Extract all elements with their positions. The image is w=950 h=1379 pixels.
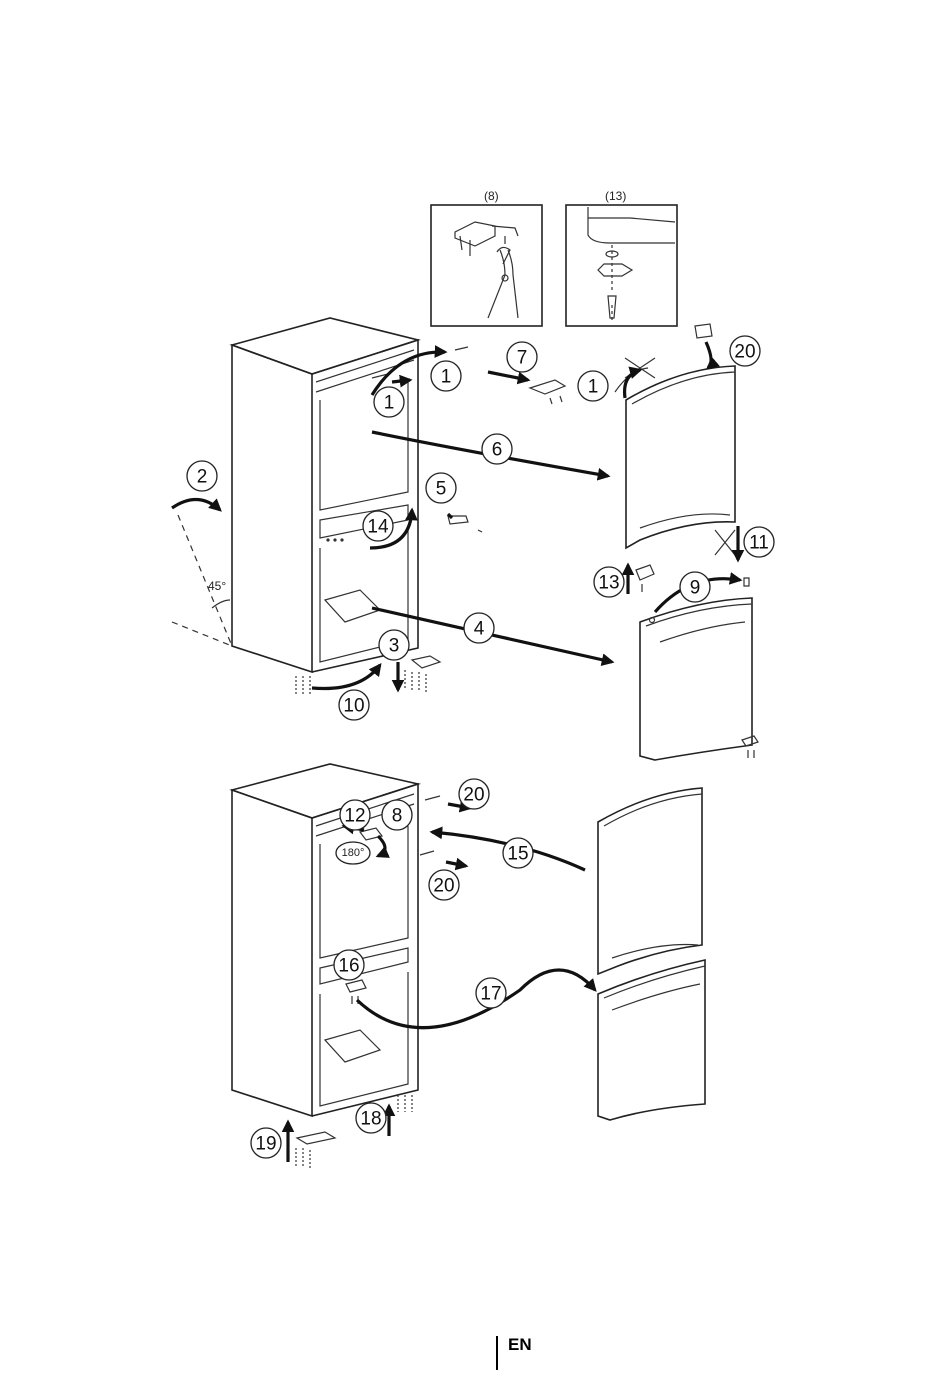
callout-number: 4 [474,619,485,640]
callout-number: 16 [338,956,359,977]
footer-divider [496,1336,498,1370]
callout-number: 6 [492,440,503,461]
inset-hinge-pliers [431,205,542,326]
inset-label-13: (13) [605,189,626,203]
callout-number: 1 [384,393,395,414]
callout-number: 12 [344,806,365,827]
language-indicator: EN [508,1335,532,1355]
bottom-arrows [288,804,595,1162]
callout-number: 18 [360,1109,381,1130]
callout-number: 8 [392,806,403,827]
inset-label-8: (8) [484,189,499,203]
angle-label-180: 180° [342,847,365,859]
callout-number: 9 [690,578,701,599]
door-upper-removed [615,324,738,594]
door-lower-removed [640,578,758,760]
callout-number: 1 [588,377,599,398]
callout-number: 20 [433,876,454,897]
callout-number: 17 [480,984,501,1005]
callout-number: 3 [389,636,400,657]
callout-number: 11 [749,533,769,554]
callout-number: 10 [343,696,364,717]
callout-number: 5 [436,479,447,500]
callout-number: 20 [463,785,484,806]
callout-number: 13 [598,573,619,594]
angle-label-45: 45° [208,579,226,593]
callout-number: 20 [734,342,755,363]
callout-number: 14 [367,517,389,538]
inset-pin-assembly [566,205,677,326]
callout-number: 2 [197,467,208,488]
doors-reinstalled [598,788,705,1120]
callout-number: 15 [507,844,528,865]
callout-number: 1 [441,367,452,388]
callout-number: 19 [255,1134,276,1155]
callout-number: 7 [517,348,528,369]
